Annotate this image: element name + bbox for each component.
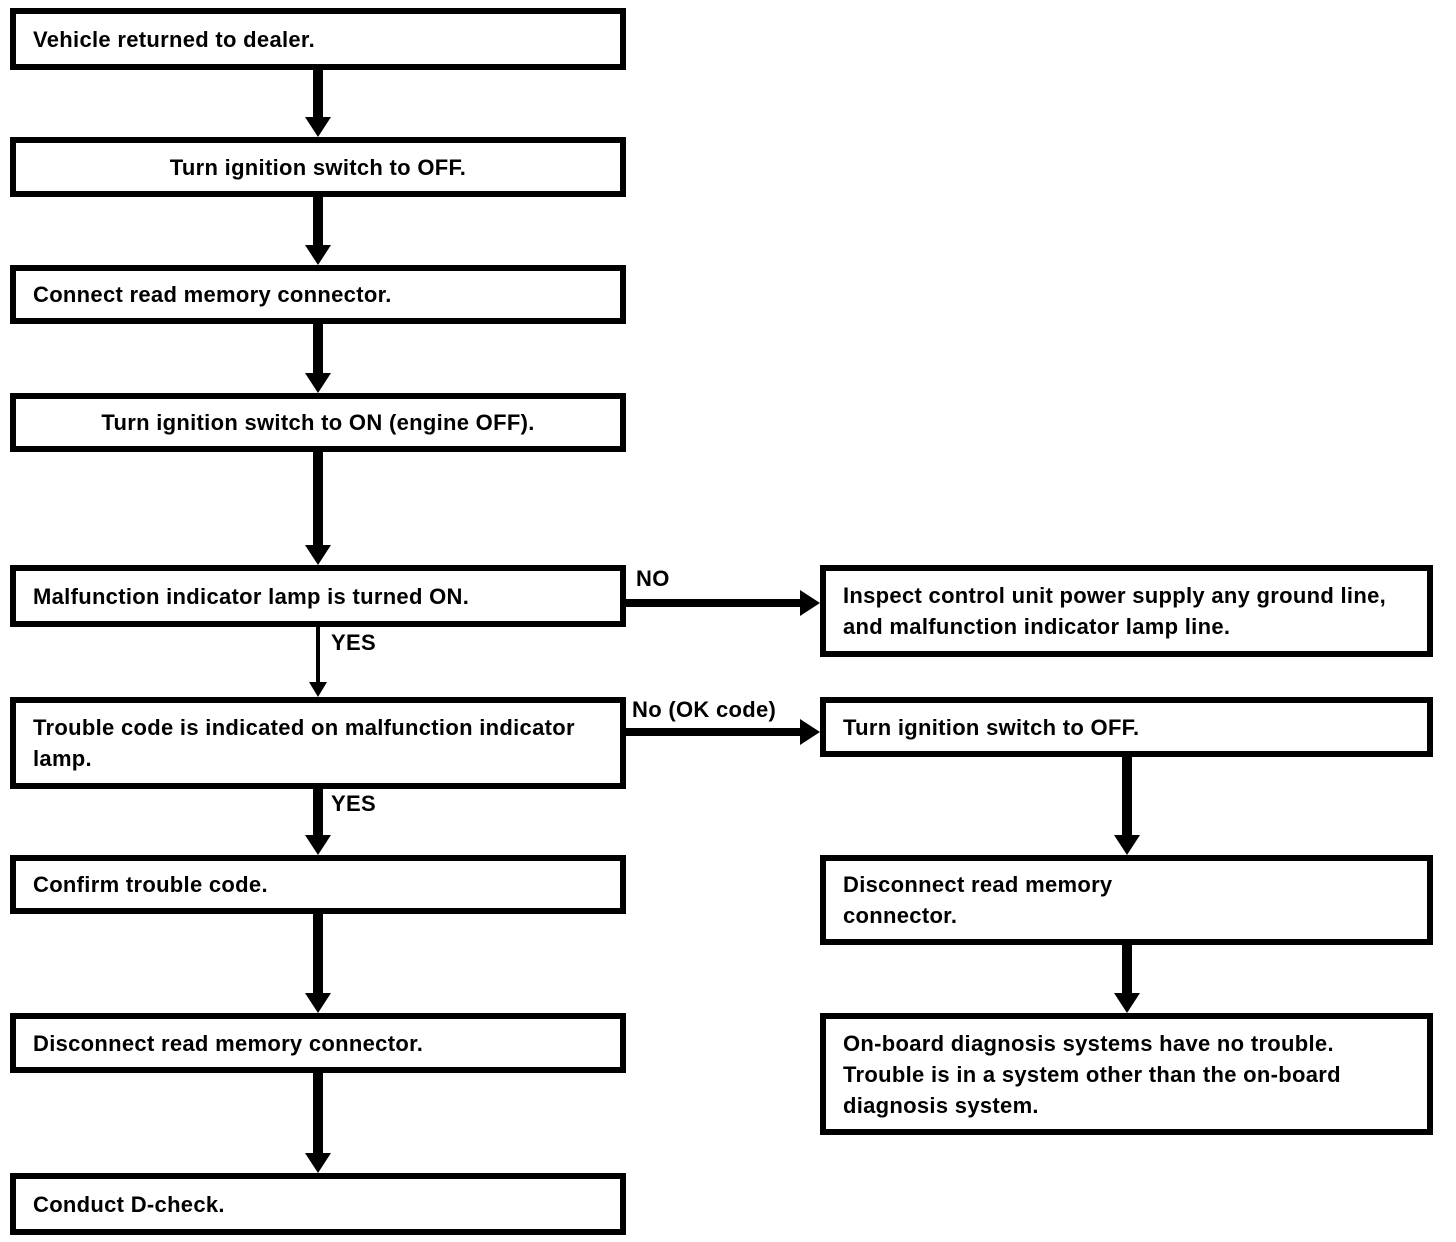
node-label: Disconnect read memory connector. [843, 872, 1113, 928]
arrow-down-icon [1122, 757, 1132, 835]
arrow-down-icon [313, 1073, 323, 1153]
node-label: Turn ignition switch to ON (engine OFF). [101, 410, 535, 435]
node-label: On-board diagnosis systems have no troub… [843, 1030, 1341, 1118]
node-turn-ignition-switch-on-engine-off: Turn ignition switch to ON (engine OFF). [10, 393, 626, 452]
arrow-down-icon [313, 914, 323, 993]
arrow-down-icon [313, 452, 323, 545]
edge-label-no-ok-code: No (OK code) [632, 697, 777, 722]
arrow-down-yes-icon [316, 627, 320, 682]
edge-label-yes: YES [331, 791, 376, 816]
node-label: Malfunction indicator lamp is turned ON. [33, 583, 470, 609]
edge-label-yes: YES [331, 630, 376, 655]
node-malfunction-indicator-lamp-on: Malfunction indicator lamp is turned ON. [10, 565, 626, 627]
node-turn-ignition-switch-off-2: Turn ignition switch to OFF. [820, 697, 1433, 757]
node-vehicle-returned-to-dealer: Vehicle returned to dealer. [10, 8, 626, 70]
node-trouble-code-indicated: Trouble code is indicated on malfunction… [10, 697, 626, 789]
node-turn-ignition-switch-off: Turn ignition switch to OFF. [10, 137, 626, 197]
arrow-down-icon [313, 196, 323, 245]
node-label: Connect read memory connector. [33, 282, 392, 307]
node-label: Confirm trouble code. [33, 872, 268, 897]
node-conduct-d-check: Conduct D-check. [10, 1173, 626, 1235]
node-label: Vehicle returned to dealer. [33, 26, 315, 52]
arrow-down-icon [313, 324, 323, 373]
arrow-right-no-branch-icon [626, 599, 800, 607]
node-label: Disconnect read memory connector. [33, 1030, 424, 1056]
arrow-down-icon [1122, 945, 1132, 993]
node-label: Trouble code is indicated on malfunction… [33, 715, 575, 771]
node-connect-read-memory-connector: Connect read memory connector. [10, 265, 626, 324]
arrow-down-yes-icon [313, 789, 323, 835]
node-onboard-diagnosis-no-trouble: On-board diagnosis systems have no troub… [820, 1013, 1433, 1135]
node-label: Turn ignition switch to OFF. [169, 154, 467, 180]
node-confirm-trouble-code: Confirm trouble code. [10, 855, 626, 914]
node-label: Conduct D-check. [33, 1191, 225, 1217]
arrow-right-no-ok-code-branch-icon [626, 728, 800, 736]
edge-label-no: NO [636, 566, 670, 591]
node-inspect-control-unit-lines: Inspect control unit power supply any gr… [820, 565, 1433, 657]
arrow-down-icon [313, 70, 323, 117]
node-label: Inspect control unit power supply any gr… [843, 583, 1387, 639]
node-disconnect-read-memory-connector: Disconnect read memory connector. [10, 1013, 626, 1073]
node-disconnect-read-memory-connector-2: Disconnect read memory connector. [820, 855, 1433, 945]
node-label: Turn ignition switch to OFF. [843, 714, 1140, 740]
